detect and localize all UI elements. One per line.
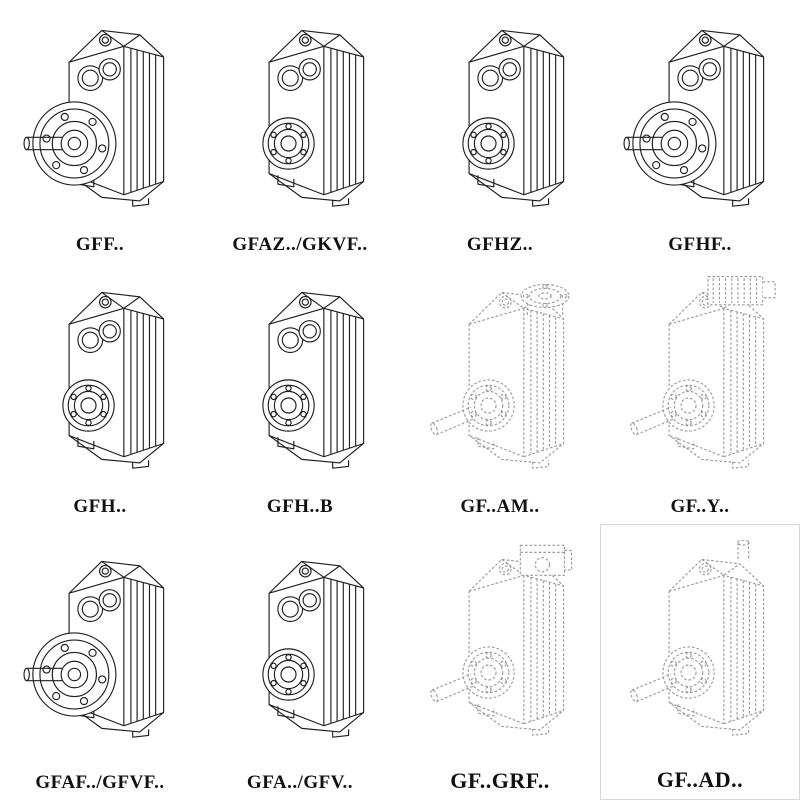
model-label: GFHZ.. (466, 234, 534, 255)
catalog-cell-gf-am: GF..AM.. (400, 262, 600, 524)
gearbox-drawing-with-motor (600, 262, 800, 496)
catalog-cell-gfaz-gkvf: GFAZ../GKVF.. (200, 0, 400, 262)
catalog-cell-gf-ad: GF..AD.. (600, 524, 800, 800)
model-label: GFH..B (266, 496, 334, 517)
model-label: GFAF../GFVF.. (35, 772, 165, 793)
gearbox-drawing-hollow-bore (400, 0, 600, 234)
model-label: GFF.. (75, 234, 125, 255)
model-label: GFAZ../GKVF.. (232, 234, 368, 255)
gearbox-drawing-hollow-bore (200, 524, 400, 772)
catalog-cell-gff: GFF.. (0, 0, 200, 262)
catalog-cell-gf-grf: GF..GRF.. (400, 524, 600, 800)
gearbox-drawing-with-input-flange (400, 262, 600, 496)
gearbox-drawing-flange-output (600, 0, 800, 234)
catalog-cell-gfhz: GFHZ.. (400, 0, 600, 262)
gearbox-drawing-hollow-bore (200, 262, 400, 496)
catalog-cell-gfaf-gfvf: GFAF../GFVF.. (0, 524, 200, 800)
model-label: GFA../GFV.. (246, 772, 354, 793)
gearbox-drawing-hollow-bore (200, 0, 400, 234)
gearbox-drawing-hollow-bore (0, 262, 200, 496)
catalog-cell-gfa-gfv: GFA../GFV.. (200, 524, 400, 800)
gearbox-drawing-with-input-shaft (601, 525, 799, 767)
model-label: GF..GRF.. (450, 768, 550, 793)
catalog-cell-gfh: GFH.. (0, 262, 200, 524)
model-label: GF..AD.. (656, 767, 744, 792)
model-label: GF..Y.. (670, 496, 730, 517)
catalog-cell-gfhf: GFHF.. (600, 0, 800, 262)
model-label: GFH.. (73, 496, 127, 517)
gearbox-drawing-with-adapter (400, 524, 600, 768)
gearbox-drawing-flange-output (0, 0, 200, 234)
model-label: GF..AM.. (460, 496, 540, 517)
catalog-cell-gf-y: GF..Y.. (600, 262, 800, 524)
gearbox-drawing-flange-output (0, 524, 200, 772)
model-label: GFHF.. (668, 234, 732, 255)
catalog-cell-gfh-b: GFH..B (200, 262, 400, 524)
